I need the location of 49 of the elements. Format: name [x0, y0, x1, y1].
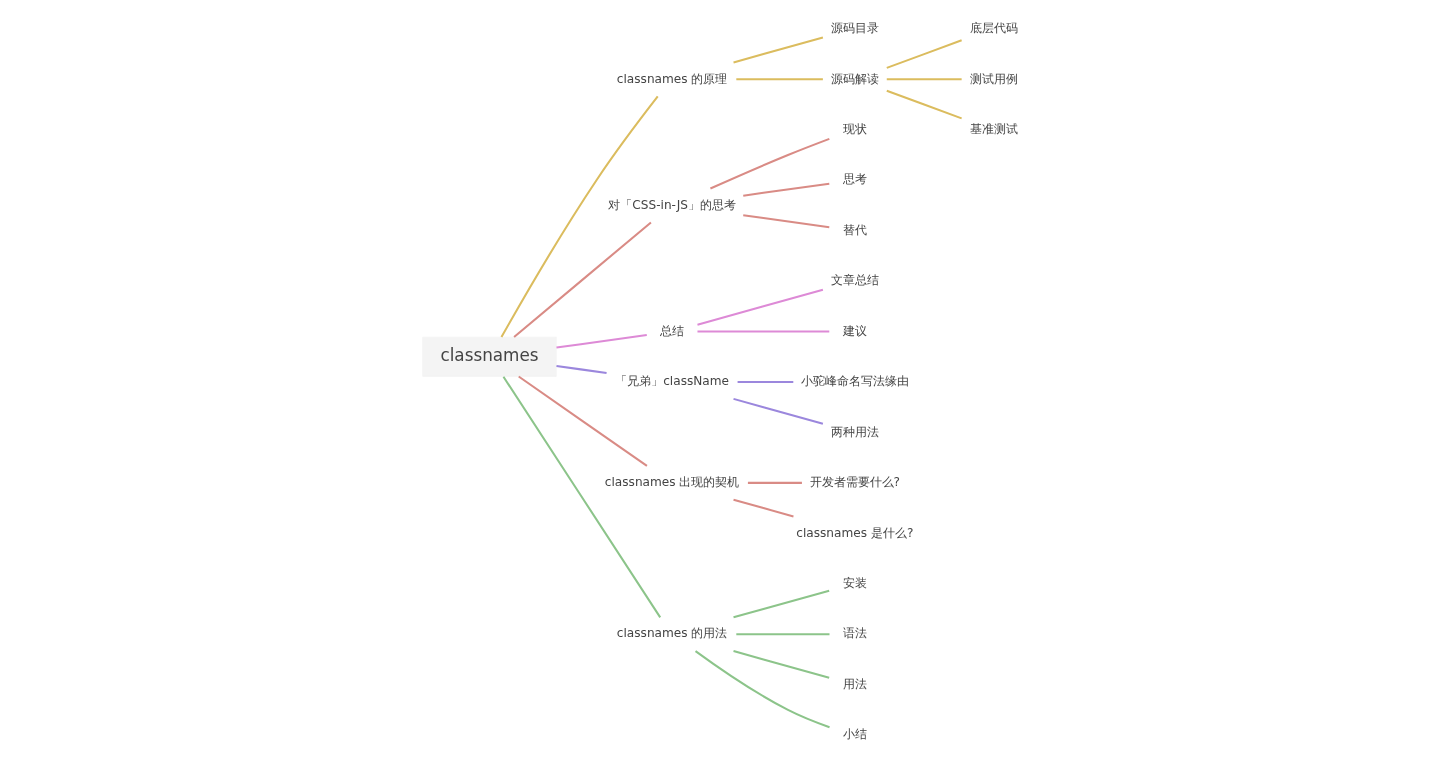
node-text: 开发者需要什么?: [809, 475, 900, 490]
node-text: classnames 的用法: [616, 626, 728, 641]
node-text: 现状: [842, 121, 867, 136]
node-text: 语法: [842, 626, 867, 641]
connector: [697, 288, 824, 326]
connector: [733, 36, 824, 64]
connector: [733, 589, 830, 619]
connector: [733, 498, 794, 518]
node-text: classnames 的原理: [616, 71, 728, 86]
connector: [710, 137, 830, 190]
node-text: 底层代码: [969, 21, 1018, 36]
node-text: 用法: [842, 676, 867, 691]
connector: [518, 375, 648, 467]
node-text: classnames 出现的契机: [604, 475, 740, 490]
connector: [737, 380, 794, 384]
connector: [694, 650, 830, 729]
node-text: 源码解读: [830, 71, 879, 86]
connector: [733, 650, 830, 679]
node-text: classnames 是什么?: [796, 525, 914, 540]
connector: [502, 376, 662, 618]
node-text: 思考: [842, 172, 867, 187]
node-text: 测试用例: [969, 71, 1018, 86]
node-text: 「兄弟」className: [615, 374, 730, 389]
connector: [697, 330, 830, 333]
node-text: 对「CSS-in-JS」的思考: [608, 197, 736, 212]
node-text: 建议: [842, 323, 867, 338]
node-text: 小驼峰命名写法缘由: [800, 374, 909, 389]
connector: [513, 221, 652, 338]
node-text: 文章总结: [830, 273, 879, 288]
node-text: 源码目录: [830, 21, 879, 36]
connector: [747, 481, 802, 484]
node-box: classnames: [422, 336, 557, 377]
connector: [886, 78, 962, 81]
connector: [556, 364, 607, 374]
connector: [743, 182, 830, 197]
node-text: 总结: [660, 323, 685, 338]
connector: [886, 39, 962, 69]
connector: [556, 333, 647, 349]
node-text: 两种用法: [830, 424, 879, 439]
node-text: 替代: [842, 222, 867, 237]
connector: [500, 95, 659, 338]
node-text: 小结: [842, 727, 867, 742]
connector: [733, 397, 824, 425]
node-text: 安装: [842, 575, 867, 590]
connector: [886, 89, 962, 120]
connector: [736, 633, 830, 636]
connector: [743, 214, 830, 229]
node-text: 基准测试: [969, 121, 1018, 136]
connector: [736, 78, 823, 81]
